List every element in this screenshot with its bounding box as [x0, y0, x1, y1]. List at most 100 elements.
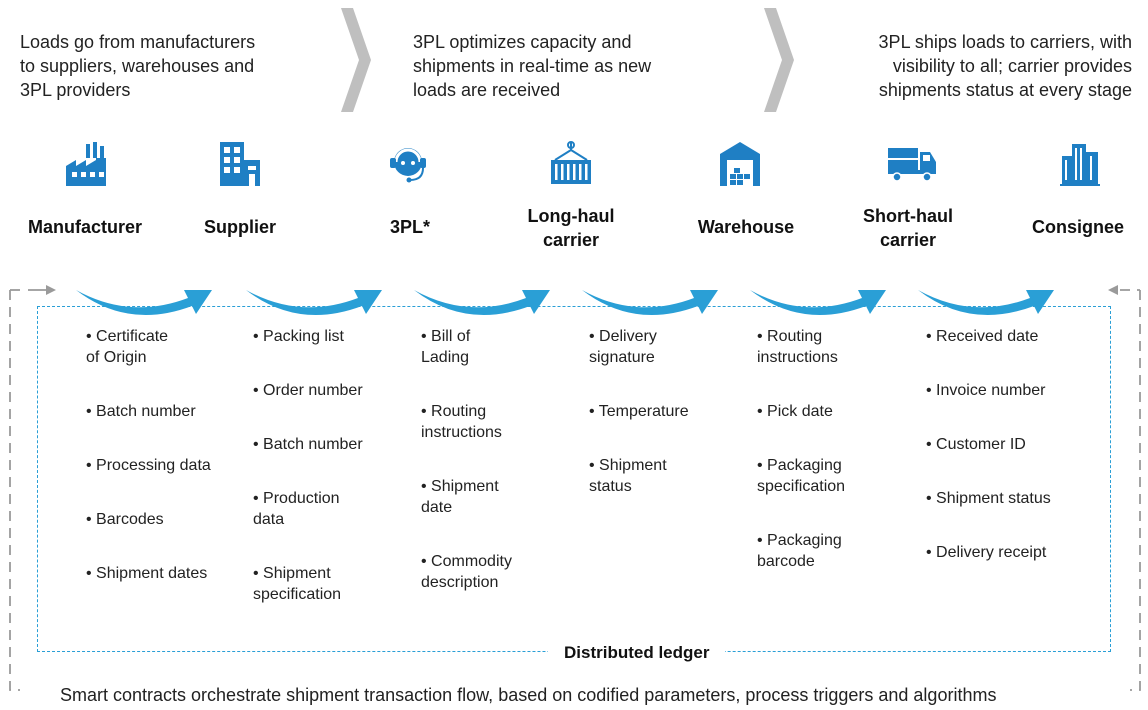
list-item: Batch number	[253, 434, 403, 455]
list-item: Packing list	[253, 326, 403, 347]
list-item: Customer ID	[926, 434, 1096, 455]
actor-label: Warehouse	[697, 217, 795, 237]
list-item: Routing instructions	[757, 326, 907, 368]
list-item: Pick date	[757, 401, 907, 422]
step-1-text: Loads go from manufacturers to suppliers…	[20, 30, 320, 102]
item-text: Shipment	[431, 478, 499, 495]
item-text: Barcodes	[96, 511, 164, 528]
list-item: Packaging specification	[757, 455, 907, 497]
actor-label: Consignee	[1031, 217, 1124, 237]
list-item: Temperature	[589, 401, 739, 422]
item-text: Routing	[767, 328, 823, 345]
actor-supplier: Supplier	[165, 215, 315, 239]
item-text: Packaging	[767, 457, 842, 474]
list-item: Shipment specification	[253, 563, 403, 605]
actor-label: Supplier	[203, 217, 276, 237]
item-text: Batch number	[96, 403, 196, 420]
truck-icon	[888, 148, 936, 182]
actor-label: 3PL*	[389, 217, 431, 237]
item-text: Bill of	[431, 328, 471, 345]
item-text: Invoice number	[936, 382, 1046, 399]
item-text: specification	[757, 478, 846, 495]
item-text: Delivery	[599, 328, 657, 345]
list-item: Order number	[253, 380, 403, 401]
actor-label: carrier	[879, 230, 937, 250]
factory-icon	[66, 142, 106, 186]
list-item: Shipment dates	[86, 563, 236, 584]
item-text: instructions	[421, 424, 502, 441]
actor-short-haul-carrier: Short-haul carrier	[833, 204, 983, 252]
item-text: status	[589, 478, 632, 495]
item-text: Pick date	[767, 403, 833, 420]
list-item: Invoice number	[926, 380, 1096, 401]
step-1-line: to suppliers, warehouses and	[20, 56, 255, 76]
headset-agent-icon	[390, 148, 426, 183]
office-buildings-icon	[1060, 144, 1100, 186]
list-item: Batch number	[86, 401, 236, 422]
actor-long-haul-carrier: Long-haul carrier	[496, 204, 646, 252]
step-2-line: shipments in real-time as new	[413, 56, 652, 76]
item-text: data	[253, 511, 285, 528]
actor-label: Short-haul	[863, 206, 953, 226]
item-text: Processing data	[96, 457, 211, 474]
step-3-line: 3PL ships loads to carriers, with	[878, 32, 1132, 52]
item-text: Shipment dates	[96, 565, 208, 582]
item-text: Packing list	[263, 328, 344, 345]
list-item: Shipment status	[926, 488, 1096, 509]
step-3-line: visibility to all; carrier provides	[892, 56, 1132, 76]
list-item: Production data	[253, 488, 403, 530]
ledger-column-supplier: Packing list Order number Batch number P…	[253, 326, 403, 638]
actor-label: carrier	[542, 230, 600, 250]
item-text: Delivery receipt	[936, 544, 1047, 561]
shipping-container-icon	[551, 141, 591, 184]
item-text: Shipment	[599, 457, 667, 474]
step-1-line: Loads go from manufacturers	[20, 32, 256, 52]
warehouse-icon	[720, 142, 760, 186]
item-text: Commodity	[431, 553, 512, 570]
ledger-column-long-haul-carrier: Delivery signature Temperature Shipment st…	[589, 326, 739, 530]
list-item: Shipment status	[589, 455, 739, 497]
step-2-line: loads are received	[413, 80, 561, 100]
actor-3pl: 3PL*	[335, 215, 485, 239]
actor-warehouse: Warehouse	[671, 215, 821, 239]
list-item: Packaging barcode	[757, 530, 907, 572]
step-1-line: 3PL providers	[20, 80, 131, 100]
item-text: of Origin	[86, 349, 147, 366]
item-text: Temperature	[598, 403, 689, 420]
item-text: Received date	[936, 328, 1039, 345]
actor-label: Manufacturer	[27, 217, 143, 237]
item-text: instructions	[757, 349, 838, 366]
list-item: Delivery signature	[589, 326, 739, 368]
actor-manufacturer: Manufacturer	[10, 215, 160, 239]
arrow-right-icon	[46, 285, 56, 295]
list-item: Barcodes	[86, 509, 236, 530]
item-text: specification	[253, 586, 342, 603]
item-text: Production	[263, 490, 340, 507]
ledger-column-manufacturer: Certificate of Origin Batch number Proces…	[86, 326, 236, 617]
item-text: signature	[589, 349, 655, 366]
item-text: Shipment	[263, 565, 331, 582]
distributed-ledger-label: Distributed ledger	[548, 641, 726, 665]
item-text: date	[421, 499, 453, 516]
chevron-right-icon	[341, 8, 371, 112]
ledger-column-warehouse: Routing instructions Pick date Packaging s…	[757, 326, 907, 605]
item-text: Lading	[421, 349, 470, 366]
list-item: Delivery receipt	[926, 542, 1096, 563]
item-text: Routing	[431, 403, 487, 420]
item-text: barcode	[757, 553, 815, 570]
item-text: Shipment status	[936, 490, 1051, 507]
item-text: Customer ID	[936, 436, 1026, 453]
item-text: Packaging	[767, 532, 842, 549]
item-text: Batch number	[263, 436, 363, 453]
smart-contracts-caption: Smart contracts orchestrate shipment tra…	[60, 685, 997, 705]
step-2-text: 3PL optimizes capacity and shipments in …	[413, 30, 733, 102]
item-text: Certificate	[96, 328, 169, 345]
list-item: Shipment date	[421, 476, 571, 518]
chevron-right-icon	[764, 8, 794, 112]
list-item: Received date	[926, 326, 1096, 347]
building-icon	[220, 142, 260, 186]
list-item: Certificate of Origin	[86, 326, 236, 368]
ledger-column-consignee: Received date Invoice number Customer ID…	[926, 326, 1096, 596]
step-2-line: 3PL optimizes capacity and	[413, 32, 632, 52]
item-text: description	[421, 574, 499, 591]
